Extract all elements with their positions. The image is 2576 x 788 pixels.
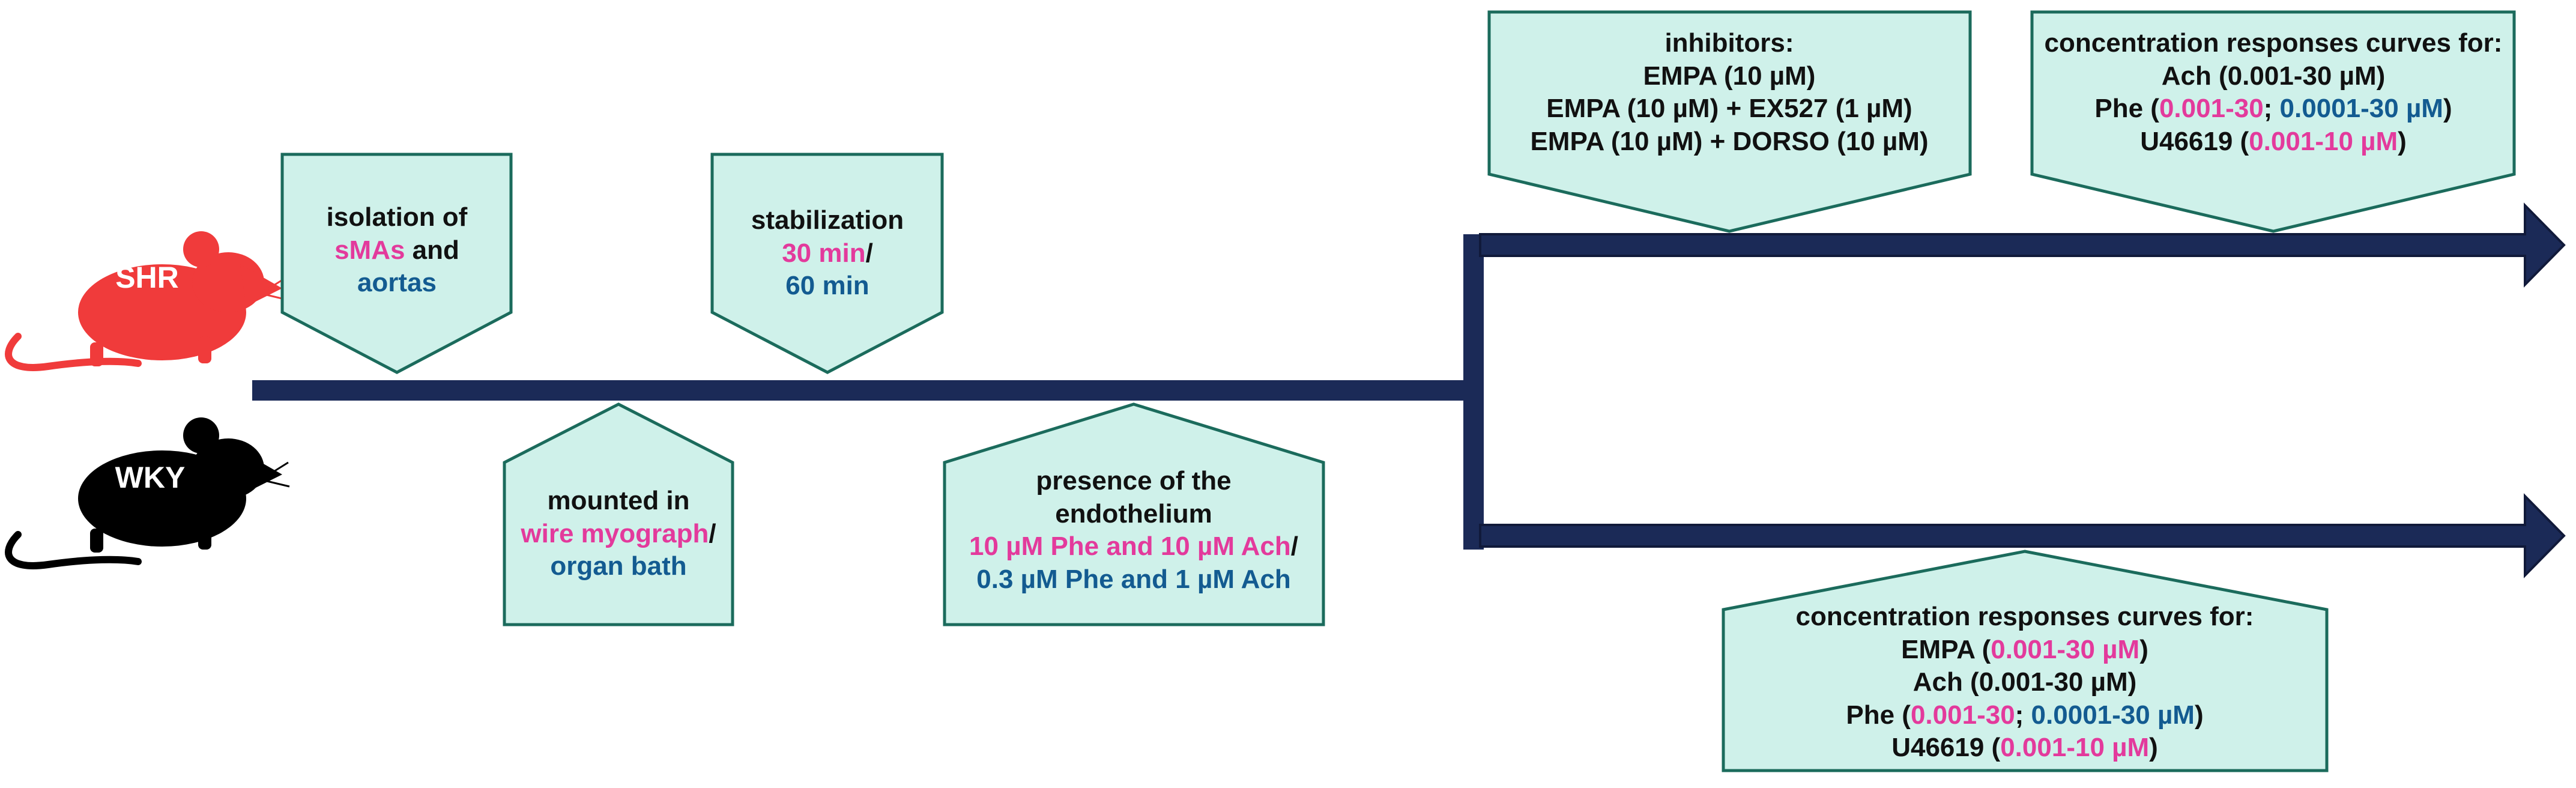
mounted-wire-myograph: wire myograph xyxy=(521,518,709,548)
stabilization-title: stabilization xyxy=(751,205,904,235)
wky-rat-icon xyxy=(5,417,290,569)
mounted-title: mounted in xyxy=(547,486,690,515)
mounted-box xyxy=(503,402,734,626)
inhibitor-3: EMPA (10 µM) + DORSO (10 µM) xyxy=(1530,126,1929,156)
inhibitors-title: inhibitors: xyxy=(1664,28,1794,58)
endothelium-high-conc: 10 µM Phe and 10 µM Ach xyxy=(969,532,1291,562)
wky-label: WKY xyxy=(115,461,186,494)
crc-bottom-empa: EMPA (0.001-30 µM) xyxy=(1901,634,2148,664)
stabilization-time-1: 30 min xyxy=(782,238,866,268)
shr-rat-icon xyxy=(5,231,290,371)
crc-top-phe: Phe (0.001-30; 0.0001-30 µM) xyxy=(2094,94,2452,124)
inhibitor-1: EMPA (10 µM) xyxy=(1643,61,1816,91)
isolation-title: isolation of xyxy=(326,202,468,232)
stabilization-box xyxy=(710,153,944,374)
crc-bottom-u46619: U46619 (0.001-10 µM) xyxy=(1891,733,2158,763)
isolation-box xyxy=(280,153,513,374)
timeline-branch-bar xyxy=(1463,234,1484,550)
isolation-sma: sMAs xyxy=(334,235,405,265)
lower-branch-arrow xyxy=(1479,493,2566,578)
crc-top-label: concentration responses curves for: Ach … xyxy=(2045,27,2503,158)
inhibitors-label: inhibitors: EMPA (10 µM) EMPA (10 µM) + … xyxy=(1530,27,1928,158)
stabilization-label: stabilization 30 min/ 60 min xyxy=(751,204,904,303)
mounted-organ-bath: organ bath xyxy=(550,551,687,581)
inhibitors-box xyxy=(1487,10,1972,233)
crc-bottom-phe: Phe (0.001-30; 0.0001-30 µM) xyxy=(1846,700,2204,730)
crc-bottom-ach: Ach (0.001-30 µM) xyxy=(1912,667,2137,697)
crc-top-box xyxy=(2030,10,2516,233)
stabilization-time-2: 60 min xyxy=(785,271,869,301)
endothelium-low-conc: 0.3 µM Phe and 1 µM Ach xyxy=(976,564,1291,594)
inhibitor-2: EMPA (10 µM) + EX527 (1 µM) xyxy=(1546,94,1912,124)
endothelium-title-1: presence of the xyxy=(1036,466,1232,496)
timeline-axis xyxy=(252,380,1468,401)
endothelium-label: presence of the endothelium 10 µM Phe an… xyxy=(969,465,1298,596)
crc-top-title: concentration responses curves for: xyxy=(2044,28,2503,58)
crc-top-ach: Ach (0.001-30 µM) xyxy=(2161,61,2386,91)
isolation-label: isolation of sMAs and aortas xyxy=(327,201,468,300)
crc-bottom-title: concentration responses curves for: xyxy=(1795,602,2254,631)
isolation-aortas: aortas xyxy=(357,268,437,298)
endothelium-title-2: endothelium xyxy=(1055,499,1212,529)
upper-branch-arrow xyxy=(1479,202,2566,288)
shr-label: SHR xyxy=(115,261,179,294)
crc-bottom-label: concentration responses curves for: EMPA… xyxy=(1796,601,2254,765)
isolation-and: and xyxy=(405,235,459,265)
crc-top-u46619: U46619 (0.001-10 µM) xyxy=(2140,126,2407,156)
crc-bottom-box xyxy=(1722,550,2329,772)
mounted-label: mounted in wire myograph/ organ bath xyxy=(521,485,716,583)
endothelium-box xyxy=(943,402,1325,626)
